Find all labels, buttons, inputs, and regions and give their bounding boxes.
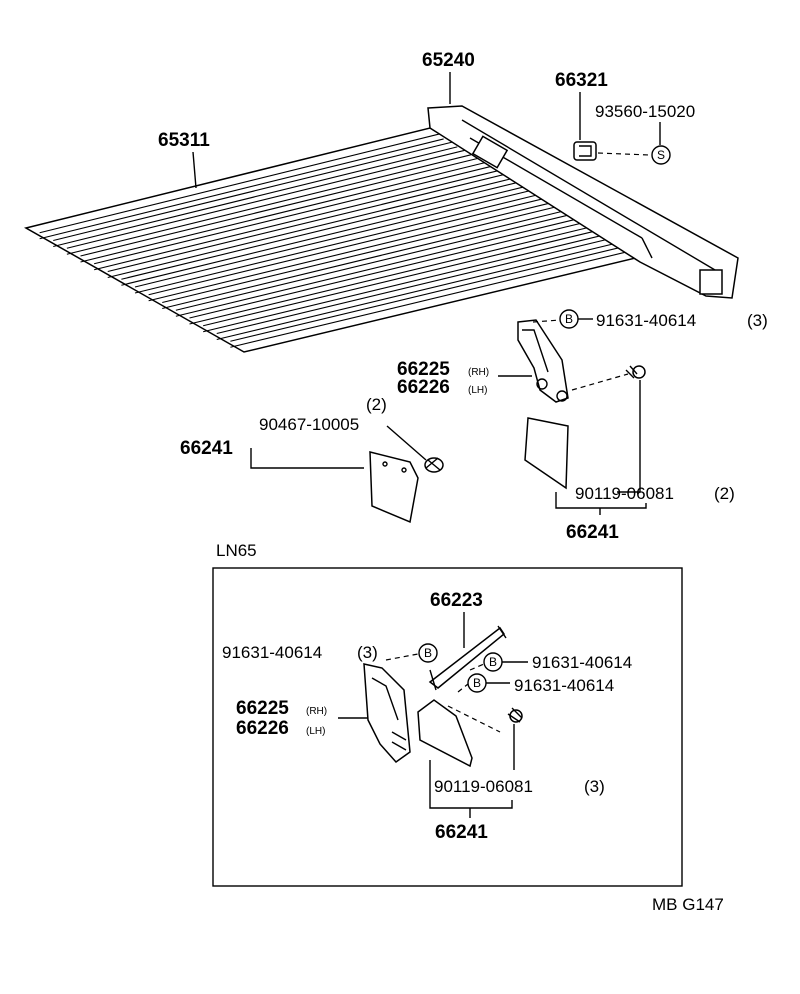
clip-90467	[424, 457, 444, 473]
label-90119-inset-qty: (3)	[584, 777, 605, 796]
floor-panel	[23, 127, 651, 353]
label-91631-inset-left: 91631-40614	[222, 643, 322, 662]
b-symbol-label: B	[424, 646, 432, 660]
floor-rib	[134, 193, 540, 294]
floor-rib	[66, 154, 472, 255]
floor-rib	[216, 241, 621, 341]
cross-member	[427, 105, 739, 299]
floor-rib	[189, 219, 594, 319]
floor-rib	[148, 201, 553, 302]
floor-rib	[121, 180, 526, 280]
label-rh-top: (RH)	[468, 367, 489, 378]
floor-rib	[53, 146, 458, 248]
floor-rib	[80, 156, 485, 257]
label-66226-inset: 66226	[236, 718, 289, 739]
leader-66241-left	[250, 448, 364, 469]
floor-rib	[175, 211, 581, 311]
s-symbol-icon	[651, 145, 671, 165]
floor-rib	[189, 225, 594, 325]
label-66226-top: 66226	[397, 377, 450, 398]
leader-65311	[192, 151, 197, 189]
floor-rib	[134, 187, 540, 288]
b-symbol-label: B	[565, 312, 573, 326]
floor-rib	[216, 235, 621, 335]
flap-hole	[401, 467, 407, 473]
label-qty-left: (2)	[366, 395, 387, 414]
leader-90467	[386, 425, 427, 461]
floor-rib	[93, 170, 499, 271]
floor-rib	[175, 217, 581, 317]
floor-rib	[53, 140, 458, 242]
label-90119-top: 90119-06081	[575, 484, 674, 503]
label-66241-mid: 66241	[566, 522, 619, 543]
label-lh-top: (LH)	[468, 385, 487, 396]
s-symbol-label: S	[657, 148, 665, 162]
floor-rib	[107, 172, 512, 273]
label-91631-top-qty: (3)	[747, 311, 768, 330]
floor-rib	[230, 243, 635, 342]
mud-flap-inset	[417, 699, 473, 768]
floor-rib	[66, 148, 472, 249]
mud-flap-right	[524, 417, 569, 490]
label-90119-inset: 90119-06081	[434, 777, 533, 796]
label-66225-inset: 66225	[236, 698, 289, 719]
label-66223: 66223	[430, 590, 483, 611]
label-91631-inset-left-qty: (3)	[357, 643, 378, 662]
floor-rib	[39, 138, 444, 240]
leader-90119-top	[617, 380, 641, 493]
label-91631-inset-r2: 91631-40614	[514, 676, 614, 695]
label-65311: 65311	[158, 130, 210, 151]
floor-rib	[202, 233, 608, 333]
floor-rib	[148, 195, 553, 296]
floor-rib	[93, 164, 499, 265]
bolt-90119-top	[625, 365, 646, 379]
b-symbol-icon	[418, 643, 438, 663]
floor-rib	[39, 132, 444, 234]
floor-rib	[202, 227, 608, 327]
label-66241-inset: 66241	[435, 822, 488, 843]
floor-rib	[80, 162, 485, 263]
label-ln65: LN65	[216, 541, 257, 560]
bracket-66225	[517, 319, 569, 403]
label-90467: 90467-10005	[259, 415, 359, 434]
label-66321: 66321	[555, 70, 608, 91]
floor-rib	[230, 249, 635, 348]
bolt-90119-inset	[507, 707, 523, 723]
floor-rib	[162, 209, 567, 310]
ln65-inset-frame	[212, 567, 683, 887]
label-lh-inset: (LH)	[306, 726, 325, 737]
floor-rib	[107, 178, 512, 279]
b-symbol-label: B	[473, 676, 481, 690]
bracket-66241-inset	[429, 760, 513, 818]
stay-66223-ends	[429, 625, 507, 691]
label-91631-inset-r1: 91631-40614	[532, 653, 632, 672]
floor-rib	[162, 203, 567, 304]
label-66225-top: 66225	[397, 359, 450, 380]
flap-hole	[382, 461, 388, 467]
bracket-66241-mid	[555, 492, 647, 515]
floor-rib	[121, 186, 526, 286]
bracket-66225-inset	[363, 663, 411, 764]
label-rh-inset: (RH)	[306, 706, 327, 717]
label-ref: MB G147	[652, 895, 724, 914]
label-93560: 93560-15020	[595, 102, 695, 121]
label-91631-top: 91631-40614	[596, 311, 696, 330]
mud-flap-left	[369, 451, 419, 524]
nut-66321	[573, 141, 597, 161]
label-90119-top-qty: (2)	[714, 484, 735, 503]
b-symbol-label: B	[489, 655, 497, 669]
label-65240: 65240	[422, 50, 475, 71]
label-66241-left: 66241	[180, 438, 233, 459]
